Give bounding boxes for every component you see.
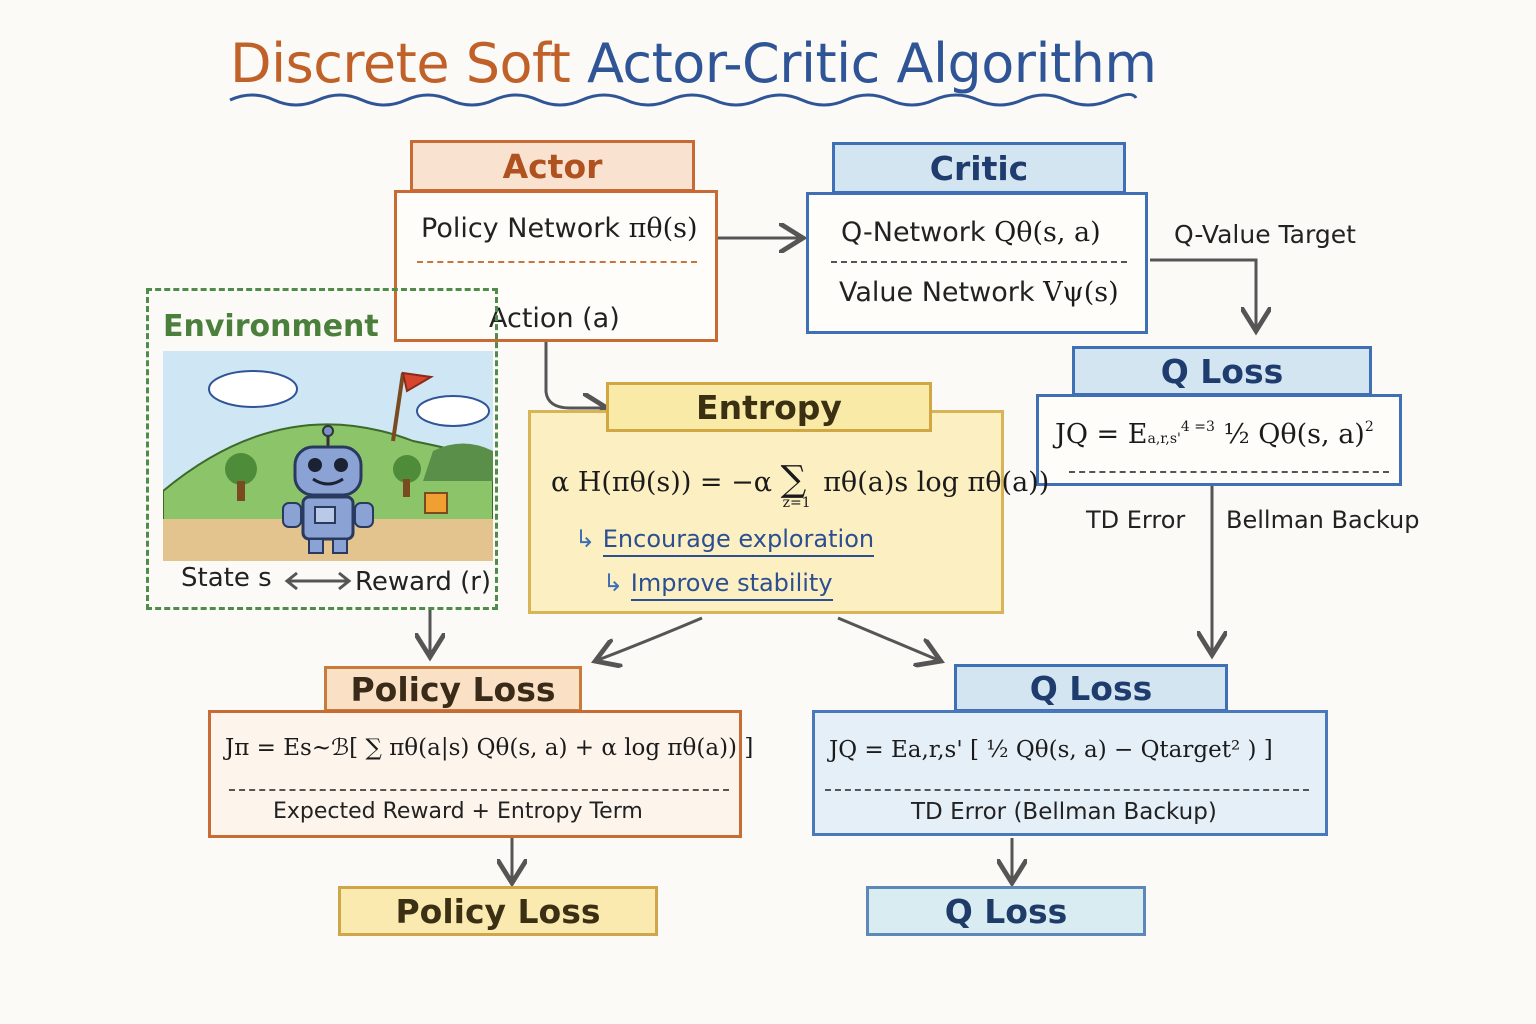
critic-header: Critic	[832, 142, 1126, 194]
q-symbol: Qθ(s, a)	[994, 217, 1101, 248]
actor-header: Actor	[410, 140, 695, 192]
value-network-label: Value Network Vψ(s)	[839, 277, 1119, 308]
policy-loss-box: Jπ = Es~ℬ[ ∑ πθ(a|s) Qθ(s, a) + α log πθ…	[208, 710, 753, 838]
bellman-backup-label: Bellman Backup	[1226, 506, 1420, 534]
q-loss-main-caption: TD Error (Bellman Backup)	[911, 799, 1217, 825]
robot-landscape-icon	[163, 351, 493, 561]
sum-symbol: ∑	[780, 459, 807, 500]
sum-index: z=1	[782, 495, 811, 511]
td-error-label: TD Error	[1086, 506, 1186, 534]
policy-loss-formula: Jπ = Es~ℬ[ ∑ πθ(a|s) Qθ(s, a) + α log πθ…	[225, 735, 754, 761]
state-reward-arrow	[284, 571, 352, 591]
entropy-formula-right: πθ(a)s log πθ(a))	[823, 467, 1050, 498]
critic-divider	[831, 261, 1127, 263]
reward-label: Reward (r)	[355, 567, 492, 597]
entropy-formula-left: α H(πθ(s)) = −α	[551, 467, 772, 498]
bullet-encourage-exploration: ↳ Encourage exploration	[575, 525, 875, 557]
q-loss-output: Q Loss	[866, 886, 1146, 936]
actor-box: Policy Network πθ(s) Action (a)	[394, 190, 718, 342]
arrow-actor-entropy	[544, 342, 604, 408]
q-loss-top-divider	[1069, 471, 1389, 473]
q-loss-main-formula: JQ = Ea,r,s' [ ½ Qθ(s, a) − Qtarget² ) ]	[829, 737, 1273, 763]
q-loss-top-formula: JQ = Ea,r,s'4 =3 ½ Qθ(s, a)2	[1055, 419, 1374, 450]
policy-network-label: Policy Network πθ(s)	[421, 213, 698, 244]
title-part-2: Actor-Critic Algorithm	[586, 32, 1157, 95]
bullet-improve-stability: ↳ Improve stability	[603, 569, 833, 601]
page-title: Discrete Soft Actor-Critic Algorithm	[230, 24, 1170, 104]
arrow-entropy-qloss	[837, 616, 938, 660]
critic-box: Q-Network Qθ(s, a) Value Network Vψ(s)	[806, 192, 1148, 334]
title-part-1: Discrete Soft	[230, 32, 571, 95]
policy-symbol: πθ(s)	[628, 213, 698, 244]
action-label: Action (a)	[489, 303, 620, 334]
q-network-label: Q-Network Qθ(s, a)	[841, 217, 1101, 248]
policy-loss-output: Policy Loss	[338, 886, 658, 936]
arrow-entropy-policyloss	[598, 616, 703, 660]
environment-title: Environment	[163, 309, 379, 344]
q-loss-top-header: Q Loss	[1072, 346, 1372, 396]
q-loss-top-box: JQ = Ea,r,s'4 =3 ½ Qθ(s, a)2	[1036, 394, 1402, 486]
policy-loss-divider	[229, 789, 729, 791]
entropy-header: Entropy	[606, 382, 932, 432]
q-loss-main-header: Q Loss	[954, 664, 1228, 712]
policy-loss-caption: Expected Reward + Entropy Term	[273, 799, 643, 824]
state-label: State s	[181, 563, 272, 593]
q-value-target-label: Q-Value Target	[1174, 220, 1356, 249]
value-symbol: Vψ(s)	[1043, 277, 1119, 308]
title-underline	[229, 93, 1138, 107]
q-loss-main-box: JQ = Ea,r,s' [ ½ Qθ(s, a) − Qtarget² ) ]…	[812, 710, 1328, 836]
policy-loss-header: Policy Loss	[324, 666, 582, 712]
entropy-formula: α H(πθ(s)) = −α ∑ z=1 πθ(a)s log πθ(a))	[551, 459, 1050, 511]
entropy-box: α H(πθ(s)) = −α ∑ z=1 πθ(a)s log πθ(a)) …	[528, 410, 1049, 614]
q-loss-main-divider	[825, 789, 1309, 791]
arrow-critic-qloss	[1150, 258, 1256, 328]
actor-divider	[417, 261, 697, 263]
environment-box: Environment State s Reward (r)	[146, 288, 498, 610]
